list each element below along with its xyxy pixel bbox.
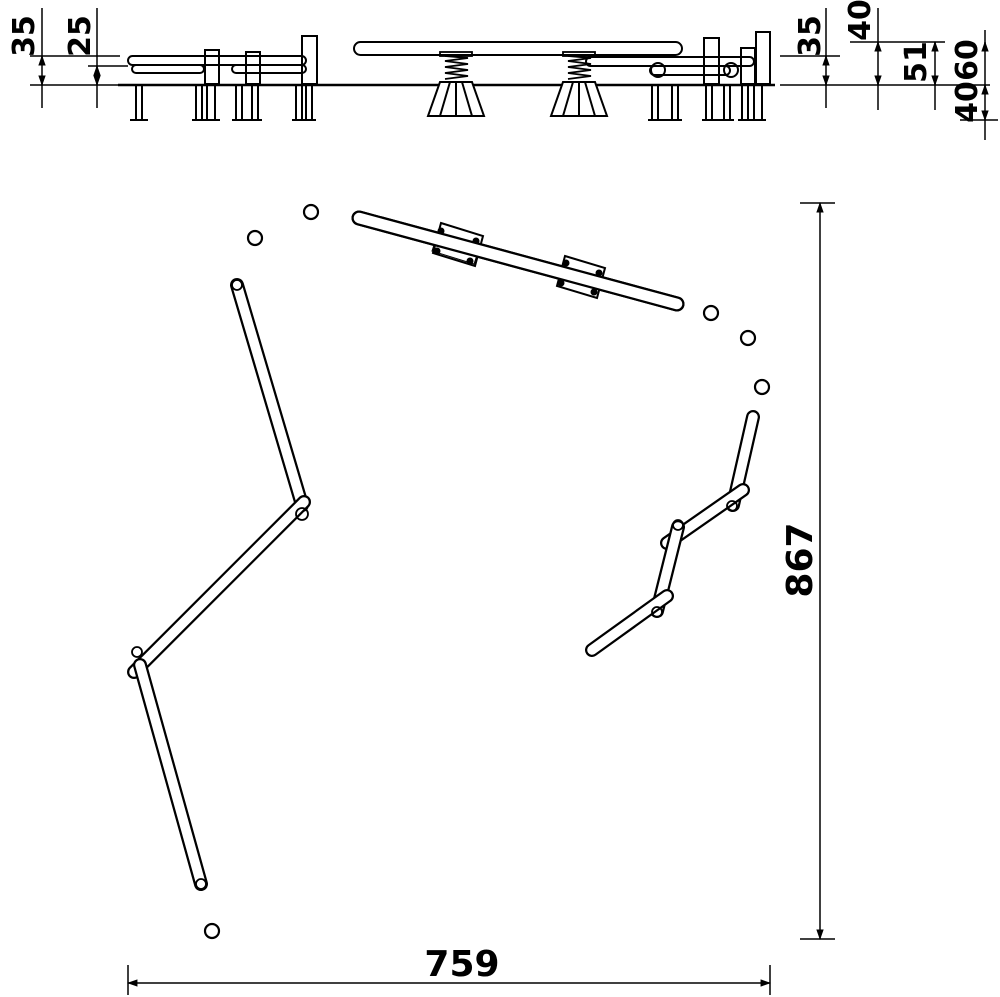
right-post-1 xyxy=(703,37,720,85)
dim-left-35: 35 xyxy=(7,15,42,57)
plan-view xyxy=(126,201,835,995)
plan-post-1 xyxy=(302,203,320,221)
seesaw-spring-right xyxy=(562,51,596,80)
plan-post-3 xyxy=(702,304,720,322)
right-post-3 xyxy=(755,31,771,85)
dim-width-759: 759 xyxy=(424,944,499,985)
left-dimension-lines xyxy=(30,8,128,108)
plan-post-6 xyxy=(203,922,221,940)
seesaw-plan xyxy=(351,210,685,312)
dim-left-25: 25 xyxy=(63,15,98,57)
plan-dimension-lines xyxy=(126,201,835,995)
left-legs xyxy=(130,85,316,121)
spring-base-right xyxy=(549,81,609,117)
dim-right-35: 35 xyxy=(793,15,828,57)
right-bench-rail-low xyxy=(649,65,731,76)
dim-right-40-bottom: 40 xyxy=(950,81,985,123)
right-rail-end-2 xyxy=(723,62,739,78)
left-bench-plan xyxy=(127,278,311,891)
right-dimension-lines xyxy=(780,8,998,140)
left-bench-rail-mid xyxy=(231,64,307,74)
dim-height-867: 867 xyxy=(780,522,821,597)
elevation-dimension-texts: 35 25 35 40 51 40 60 xyxy=(7,0,985,123)
dim-right-40-top: 40 xyxy=(843,0,878,41)
plan-post-4 xyxy=(739,329,757,347)
left-post-2 xyxy=(245,51,261,85)
right-bench-rail-top xyxy=(585,56,755,67)
left-bench-rail-low xyxy=(131,64,205,74)
dim-right-51: 51 xyxy=(899,41,934,83)
left-bench-rail-top xyxy=(127,55,307,66)
dim-right-60: 60 xyxy=(950,39,985,81)
seesaw-spring-left xyxy=(439,51,473,80)
seesaw-beam-elevation xyxy=(353,41,683,56)
left-post-1 xyxy=(204,49,220,85)
plan-post-5 xyxy=(753,378,771,396)
right-legs xyxy=(648,85,766,121)
plan-post-2 xyxy=(246,229,264,247)
spring-base-left xyxy=(426,81,486,117)
elevation-view xyxy=(30,8,998,140)
right-rail-end-1 xyxy=(650,62,666,78)
left-post-3 xyxy=(301,35,318,85)
right-bench-plan xyxy=(585,410,760,657)
